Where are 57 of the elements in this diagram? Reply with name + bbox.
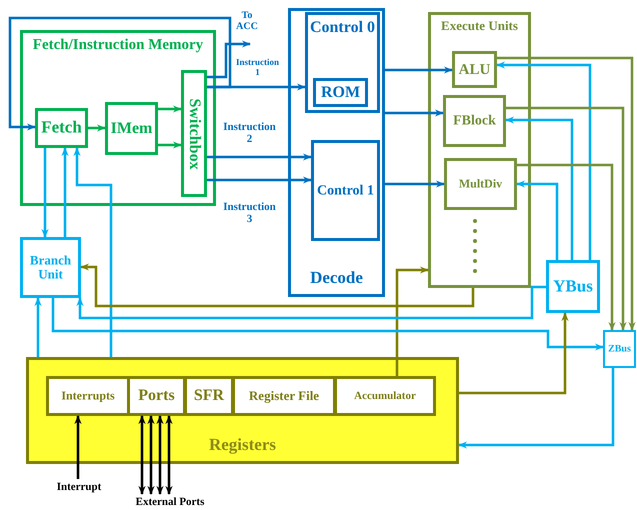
arrow [517, 164, 616, 331]
arrow [52, 298, 604, 351]
arrow [385, 180, 445, 188]
arrow [74, 415, 82, 479]
bare-text: External Ports [122, 494, 218, 509]
arrow [385, 66, 453, 74]
arrow [61, 147, 69, 237]
arrow [76, 286, 546, 320]
arrow [41, 148, 49, 238]
arrow [385, 109, 444, 117]
unit-box: Switchbox [181, 70, 207, 197]
unit-box: SFR [184, 376, 234, 416]
arrow [207, 40, 251, 78]
unit-box: Branch Unit [20, 237, 81, 298]
arrow [396, 266, 429, 376]
arrow [8, 16, 232, 131]
register-block: Interrupts Ports SFR Register File Accumulator Registers [26, 357, 459, 464]
edge-label: Instruction 3 [222, 201, 277, 226]
unit-box: Control 1 [311, 140, 380, 241]
arrow [156, 415, 164, 495]
memory-block: Fetch/Instruction Memory Fetch IMem Switchbox [20, 30, 216, 206]
arrow [207, 83, 306, 91]
arrow [138, 415, 146, 495]
unit-box: MultDiv [444, 158, 517, 210]
unit-box: Fetch [35, 108, 88, 148]
arrow [147, 415, 155, 495]
arrow [34, 297, 42, 357]
unit-box: ROM [313, 78, 368, 107]
bare-text: Interrupt [48, 479, 110, 494]
arrow [207, 153, 312, 161]
unit-box: Accumulator [334, 376, 436, 416]
execute-block: Execute Units ALU FBlock MultDiv [428, 12, 531, 288]
unit-box: FBlock [443, 95, 506, 147]
arrow [207, 176, 312, 184]
arrow [88, 124, 106, 132]
arrow [158, 141, 182, 149]
arrow [158, 105, 182, 113]
decode-block: Control 0 ROM Control 1 Decode [288, 8, 385, 297]
arrow [165, 415, 173, 495]
unit-box: Ports [127, 376, 186, 416]
unit-box: YBus [546, 260, 600, 313]
unit-box: IMem [105, 102, 158, 155]
unit-box: ZBus [603, 330, 636, 368]
arrow [505, 116, 574, 260]
arrow [73, 147, 112, 357]
arrow [458, 368, 614, 449]
unit-box: ALU [452, 51, 497, 88]
unit-box: Control 0 ROM [305, 12, 380, 113]
arrow [459, 312, 569, 394]
arrow [506, 106, 627, 331]
arrow [80, 263, 474, 308]
unit-box: Register File [232, 376, 336, 416]
arrow [516, 180, 558, 260]
edge-label: Instruction 1 [235, 58, 280, 78]
unit-box: Interrupts [46, 376, 130, 416]
arrow [496, 61, 592, 260]
arrow [497, 56, 636, 331]
